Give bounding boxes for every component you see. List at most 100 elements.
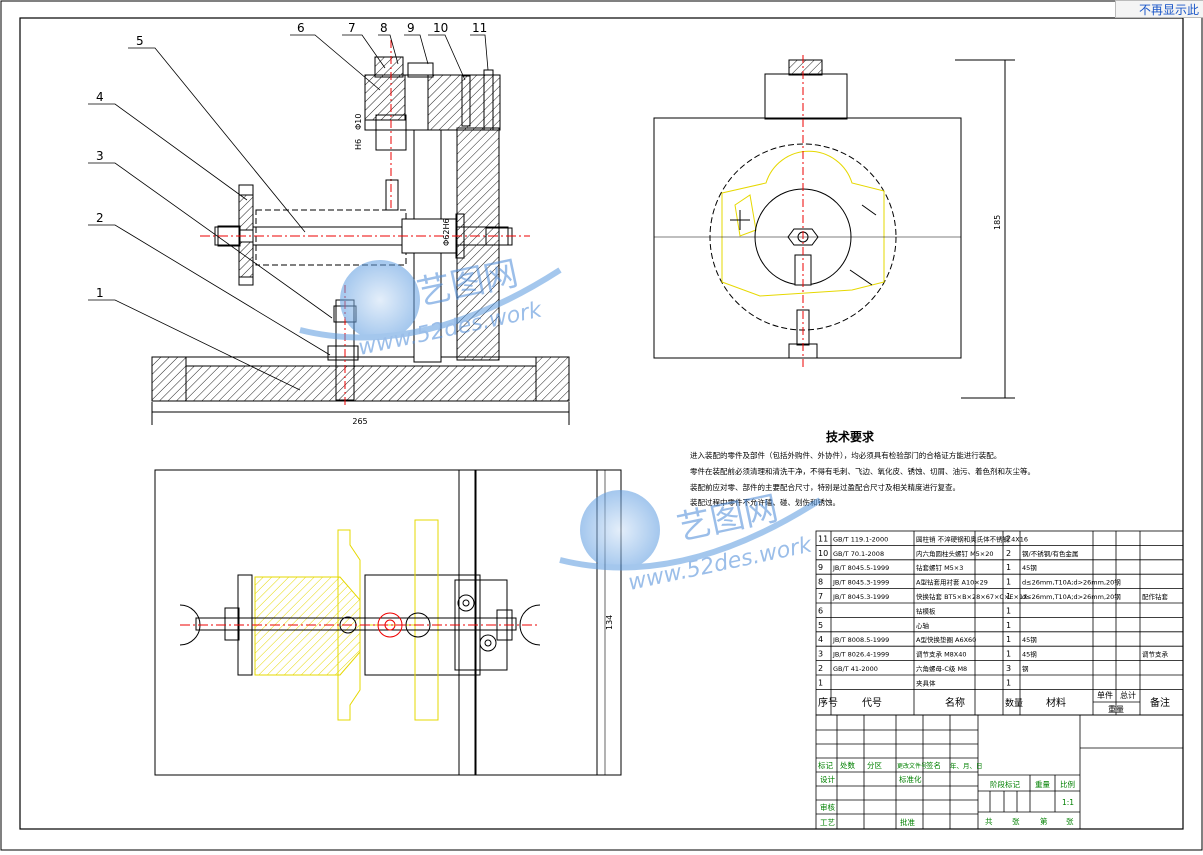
tb-sheets-current: 第 bbox=[1040, 816, 1048, 826]
tb-approve: 批准 bbox=[900, 817, 915, 827]
balloon-7: 7 bbox=[348, 21, 356, 35]
tb-count: 处数 bbox=[840, 760, 855, 770]
bom-cell-note: 调节支承 bbox=[1142, 650, 1169, 659]
title-block-labels: 标记 处数 分区 更改文件号 签名 年、月、日 设计 标准化 阶段标记 重量 比… bbox=[818, 760, 1075, 827]
bom-cell-no: 5 bbox=[818, 621, 823, 630]
bom-cell-name: 钻模板 bbox=[916, 606, 936, 615]
bom-cell-no: 6 bbox=[818, 606, 823, 615]
watermark-globe-icon-2 bbox=[580, 490, 660, 570]
balloon-5: 5 bbox=[136, 34, 144, 48]
bom-cell-code: GB/T 70.1-2008 bbox=[833, 550, 884, 558]
bom-cell-no: 4 bbox=[818, 635, 823, 644]
bom-cell-qty: 2 bbox=[1006, 534, 1011, 543]
bom-cell-no: 11 bbox=[818, 534, 828, 543]
balloon-9: 9 bbox=[407, 21, 415, 35]
bom-cell-qty: 1 bbox=[1006, 635, 1011, 644]
tb-sign: 签名 bbox=[926, 760, 941, 770]
tb-sheets-unit2: 张 bbox=[1066, 817, 1074, 826]
bom-cell-mat: 钢 bbox=[1022, 665, 1029, 673]
balloon-10: 10 bbox=[433, 21, 448, 35]
tb-standard: 标准化 bbox=[899, 774, 922, 784]
dim-side-height: 185 bbox=[993, 215, 1002, 230]
bom-cell-mat: d≤26mm,T10A;d>26mm,20钢 bbox=[1022, 593, 1121, 601]
tb-sheets-unit1: 张 bbox=[1012, 817, 1020, 826]
bom-cell-qty: 1 bbox=[1006, 563, 1011, 572]
tb-sheets-total: 共 bbox=[985, 817, 993, 826]
tech-title: 技术要求 bbox=[826, 429, 875, 444]
bom-cell-mat: 钢/不锈钢/有色金属 bbox=[1022, 549, 1078, 558]
bom-header-qty: 数量 bbox=[1005, 697, 1023, 709]
bom-header-mat: 材料 bbox=[1046, 696, 1066, 709]
tech-line-2: 零件在装配前必须清理和清洗干净，不得有毛刺、飞边、氧化皮、锈蚀、切屑、油污、着色… bbox=[690, 466, 1035, 476]
dont-show-again-link[interactable]: 不再显示此 bbox=[1115, 0, 1203, 18]
inner-frame bbox=[19, 17, 1184, 830]
dim-fit2: H6 bbox=[354, 139, 363, 150]
dim-plan-height: 134 bbox=[605, 615, 614, 630]
tech-line-1: 进入装配的零件及部件（包括外购件、外协件），均必须具有检验部门的合格证方能进行装… bbox=[690, 450, 1001, 460]
bom-cell-name: 调节支承 M8X40 bbox=[916, 650, 967, 659]
bom-cell-qty: 1 bbox=[1006, 650, 1011, 659]
bom-cell-code: JB/T 8045.3-1999 bbox=[832, 593, 889, 601]
bom-cell-name: 六角螺母-C级 M8 bbox=[916, 664, 967, 673]
tb-weight: 重量 bbox=[1035, 780, 1051, 789]
bom-cell-mat: 45钢 bbox=[1022, 564, 1037, 572]
bom-header-name: 名称 bbox=[945, 696, 965, 709]
bom-cell-name: 心轴 bbox=[916, 621, 930, 630]
tb-doc: 更改文件号 bbox=[897, 762, 927, 770]
bom-cell-no: 7 bbox=[818, 592, 823, 601]
bom-cell-name: 内六角圆柱头螺钉 M5×20 bbox=[916, 549, 994, 558]
bom-cell-name: 钻套螺钉 M5×3 bbox=[916, 563, 963, 572]
bom-header-note: 备注 bbox=[1150, 696, 1170, 709]
bom-cell-code: JB/T 8026.4-1999 bbox=[832, 651, 889, 659]
dim-fit3: Φ62H6 bbox=[442, 218, 451, 246]
tb-mark: 标记 bbox=[818, 760, 833, 770]
bom-header-code: 代号 bbox=[862, 697, 882, 709]
balloon-11: 11 bbox=[472, 21, 487, 35]
tb-scale-value: 1:1 bbox=[1062, 798, 1074, 807]
bom-cell-qty: 1 bbox=[1006, 578, 1011, 587]
front-view bbox=[151, 40, 570, 425]
bom-cell-name: A型快换垫圈 A6X60 bbox=[916, 635, 976, 644]
tb-date: 年、月、日 bbox=[950, 761, 983, 770]
bom-cell-no: 3 bbox=[818, 650, 823, 659]
tech-line-3: 装配前应对零、部件的主要配合尺寸，特别是过盈配合尺寸及相关精度进行复查。 bbox=[690, 482, 960, 492]
bom-cell-code: JB/T 8008.5-1999 bbox=[832, 636, 889, 644]
bom-header-unit: 单件 bbox=[1097, 690, 1113, 700]
tb-process: 工艺 bbox=[820, 818, 835, 827]
bom-cell-qty: 2 bbox=[1006, 549, 1011, 558]
dim-front-width: 265 bbox=[352, 417, 367, 426]
side-view bbox=[653, 55, 1015, 399]
bom-cell-code: JB/T 8045.5-1999 bbox=[832, 564, 889, 572]
bom-cell-mat: d≤26mm,T10A;d>26mm,20钢 bbox=[1022, 579, 1121, 587]
tb-review: 审核 bbox=[820, 802, 835, 812]
tb-stage: 阶段标记 bbox=[990, 779, 1020, 789]
bom-cell-code: GB/T 41-2000 bbox=[833, 665, 878, 673]
balloon-3: 3 bbox=[96, 149, 104, 163]
tb-zone: 分区 bbox=[867, 761, 882, 770]
bom-cell-qty: 1 bbox=[1006, 621, 1011, 630]
bom-cell-qty: 3 bbox=[1006, 664, 1011, 673]
balloon-1: 1 bbox=[96, 286, 104, 300]
bom-header-no: 序号 bbox=[818, 696, 838, 709]
bom-cell-name: A型钻套用衬套 A10×29 bbox=[916, 578, 988, 587]
bom-cell-qty: 1 bbox=[1006, 592, 1011, 601]
balloon-leaders bbox=[88, 34, 489, 391]
bom-cell-qty: 1 bbox=[1006, 606, 1011, 615]
bom-table bbox=[815, 530, 1184, 716]
title-block bbox=[815, 714, 1184, 830]
balloon-2: 2 bbox=[96, 211, 104, 225]
bom-cell-note: 配作钻套 bbox=[1142, 592, 1169, 601]
bom-cell-name: 圆柱销 不淬硬钢和奥氏体不锈钢 4X16 bbox=[916, 534, 1028, 543]
bom-header-weight: 重量 bbox=[1108, 704, 1124, 714]
bom-cell-name: 快换钻套 BT5×B×28×67×C×E×1X bbox=[916, 592, 1028, 601]
dim-fit1: Φ10 bbox=[354, 114, 363, 130]
balloon-6: 6 bbox=[297, 21, 305, 35]
watermark-globe-icon bbox=[340, 260, 420, 340]
bom-cell-no: 9 bbox=[818, 563, 823, 572]
plan-view bbox=[154, 469, 622, 776]
bom-cell-mat: 45钢 bbox=[1022, 636, 1037, 644]
bom-cell-mat: 45钢 bbox=[1022, 651, 1037, 659]
